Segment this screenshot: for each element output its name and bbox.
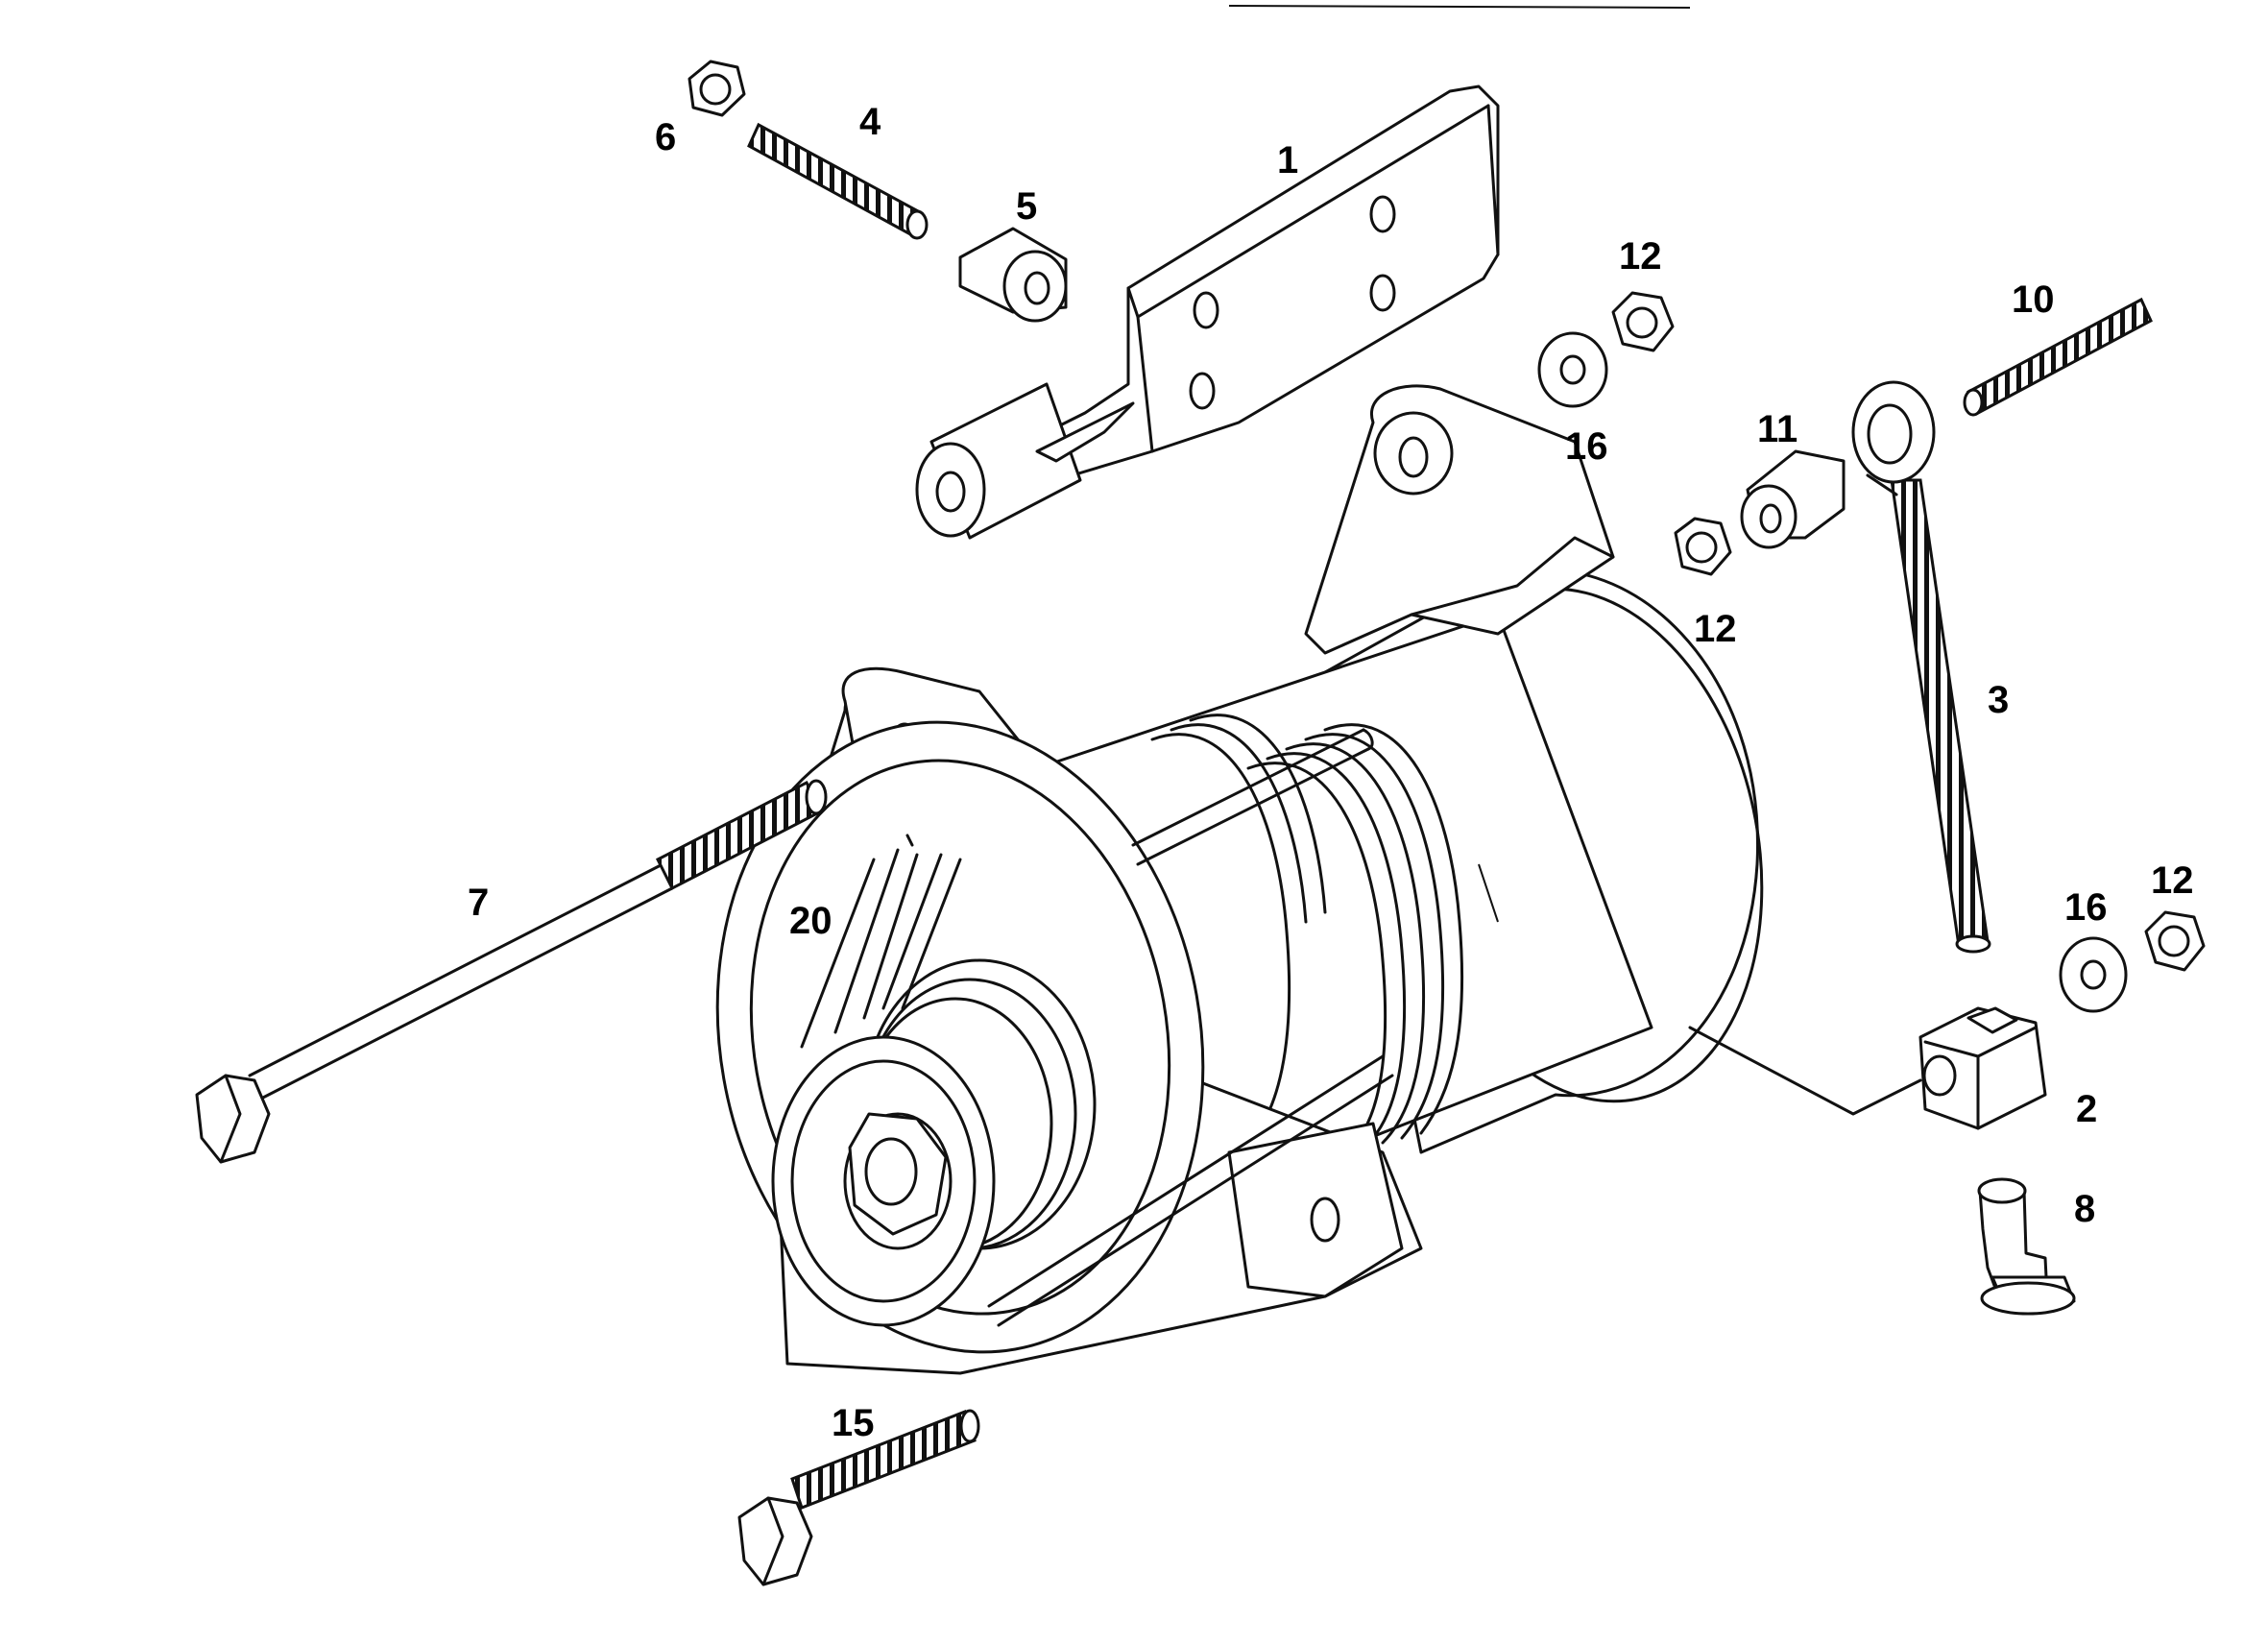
- callout-15: 15: [832, 1402, 875, 1444]
- part-1-mounting-bracket: [915, 85, 1500, 540]
- part-15-bolt: [737, 1409, 980, 1586]
- callout-4: 4: [859, 101, 881, 143]
- callout-12-upper: 12: [1619, 235, 1662, 278]
- callout-6: 6: [655, 116, 676, 158]
- part-12-nut-lower: [2144, 910, 2206, 972]
- callout-11: 11: [1757, 408, 1798, 450]
- part-16-washer-lower: [2059, 936, 2128, 1013]
- part-10-stud: [1963, 297, 2153, 417]
- callout-8: 8: [2074, 1188, 2095, 1230]
- part-11-spacer: [1740, 449, 1846, 549]
- part-2-clamp-block: [1918, 1006, 2047, 1130]
- callout-16-lower: 16: [2064, 886, 2108, 929]
- drive-belt: [800, 834, 962, 1049]
- part-16-washer-upper: [1537, 331, 1608, 408]
- part-8-bushing: [1977, 1177, 2076, 1316]
- part-3-eye-bolt: [1851, 380, 1991, 954]
- callout-1: 1: [1277, 139, 1298, 181]
- part-12-nut-middle: [1674, 517, 1732, 576]
- pulley: [771, 958, 1097, 1327]
- callout-12-middle: 12: [1694, 608, 1737, 650]
- callout-20: 20: [789, 900, 832, 942]
- callout-2: 2: [2076, 1088, 2097, 1130]
- part-5-spacer: [958, 227, 1068, 323]
- alternator-body: [715, 384, 1922, 1375]
- scan-edge-marks: [1228, 5, 1691, 9]
- part-7-long-bolt: [195, 779, 828, 1164]
- stator-fins: [1150, 714, 1464, 1154]
- part-6-nut: [688, 60, 746, 117]
- callout-5: 5: [1016, 185, 1037, 228]
- callout-7: 7: [468, 882, 489, 924]
- part-12-nut-upper: [1611, 291, 1675, 352]
- callout-16-upper: 16: [1565, 425, 1608, 468]
- part-4-stud: [747, 122, 929, 240]
- callout-3: 3: [1988, 679, 2009, 721]
- callout-labels: 1 4 5 6 12 16 10 11 12 3 16 12 2 8 7 20 …: [468, 101, 2194, 1444]
- callout-12-lower: 12: [2151, 859, 2194, 902]
- callout-10: 10: [2012, 278, 2055, 321]
